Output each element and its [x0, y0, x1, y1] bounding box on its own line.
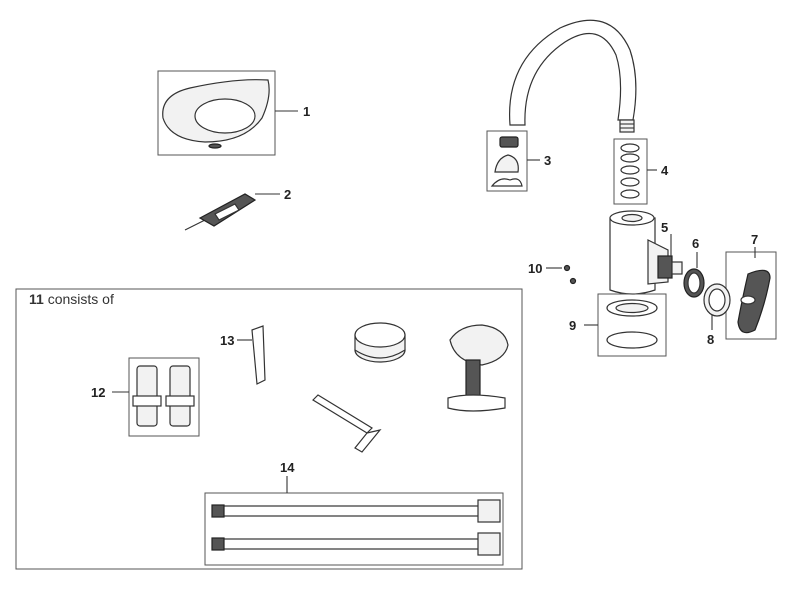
part-10-screws: 10 — [528, 261, 577, 285]
part-3-aerator: 3 — [486, 130, 551, 192]
kit-11-box — [15, 288, 523, 570]
kit-fixing-assembly — [447, 324, 509, 412]
spout — [508, 19, 637, 133]
callout-4: 4 — [661, 163, 669, 178]
part-9-seals: 9 — [569, 293, 667, 357]
kit-11-number: 11 — [29, 291, 44, 307]
part-12-isolating-valves: 12 — [91, 357, 200, 437]
kit-cap — [354, 322, 406, 363]
callout-13: 13 — [220, 333, 234, 348]
callout-6: 6 — [692, 236, 699, 251]
part-8-ring: 8 — [703, 283, 731, 347]
part-13-tube: 13 — [220, 325, 266, 385]
callout-5: 5 — [661, 220, 668, 235]
kit-11-title: 11 consists of — [29, 291, 114, 307]
mixer-body — [609, 210, 669, 295]
part-5-cartridge: 5 — [657, 220, 683, 279]
callout-8: 8 — [707, 332, 714, 347]
callout-10: 10 — [528, 261, 542, 276]
callout-9: 9 — [569, 318, 576, 333]
kit-11-text: consists of — [47, 291, 114, 307]
callout-2: 2 — [284, 187, 291, 202]
part-14-hoses: 14 — [204, 460, 504, 566]
part-6-nut: 6 — [683, 236, 705, 298]
callout-14: 14 — [280, 460, 295, 475]
part-2-tool: 2 — [184, 187, 291, 231]
callout-3: 3 — [544, 153, 551, 168]
callout-12: 12 — [91, 385, 105, 400]
part-7-lever: 7 — [725, 232, 777, 340]
callout-7: 7 — [751, 232, 758, 247]
part-1-base-cap: 1 — [157, 70, 310, 156]
callout-1: 1 — [303, 104, 310, 119]
part-4-o-rings: 4 — [613, 138, 669, 205]
kit-allen-key — [312, 394, 382, 453]
